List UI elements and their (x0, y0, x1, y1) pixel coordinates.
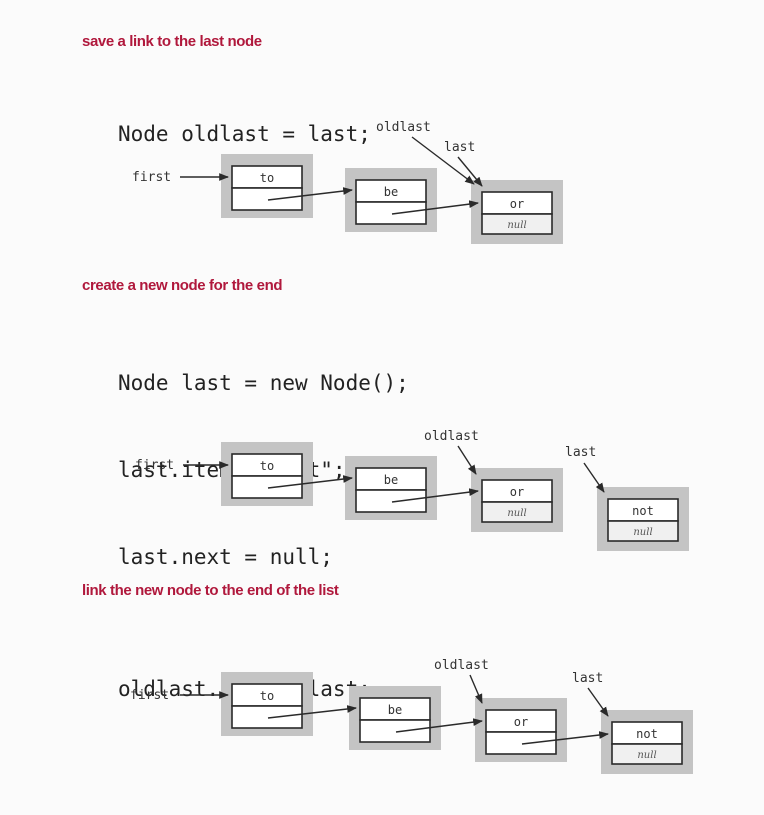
link-arrow (267, 475, 353, 489)
link-arrow (267, 705, 357, 719)
null-label: null (507, 508, 526, 519)
step1-code: Node oldlast = last; (118, 62, 371, 178)
node-item: be (384, 473, 398, 487)
last-label: last (565, 445, 596, 460)
step1-heading: save a link to the last node (82, 33, 262, 50)
node-item: be (388, 703, 402, 717)
oldlast-arrow (411, 136, 475, 185)
oldlast-label: oldlast (434, 658, 489, 673)
last-arrow (457, 156, 483, 187)
oldlast-label: oldlast (376, 120, 431, 135)
last-label: last (572, 671, 603, 686)
step1-code-line: Node oldlast = last; (118, 122, 371, 146)
null-label: null (637, 750, 656, 761)
step2-heading: create a new node for the end (82, 277, 283, 294)
node-item: to (260, 171, 274, 185)
node-not: not null (597, 487, 689, 551)
node-to: to (221, 442, 313, 506)
oldlast-arrow (457, 445, 477, 475)
last-arrow (583, 462, 605, 493)
node-or: or null (471, 468, 563, 532)
link-arrow (391, 488, 479, 503)
first-label: first (135, 458, 174, 473)
step2-code-line: last.next = null; (118, 545, 333, 569)
first-label: first (132, 170, 171, 185)
node-not: not null (601, 710, 693, 774)
node-item: to (260, 459, 274, 473)
step1-diagram: to be or null first oldlast last (132, 120, 563, 244)
oldlast-label: oldlast (424, 429, 479, 444)
link-arrow (267, 187, 353, 201)
first-label: first (130, 688, 169, 703)
node-be: be (345, 168, 437, 232)
node-item: to (260, 689, 274, 703)
node-to: to (221, 154, 313, 218)
link-arrow (395, 718, 483, 733)
step2-code-line: Node last = new Node(); (118, 371, 409, 395)
null-label: null (507, 220, 526, 231)
null-label: null (633, 527, 652, 538)
step2-diagram: to be or null not null first oldlast las… (135, 429, 689, 551)
node-item: not (632, 504, 654, 518)
node-be: be (349, 686, 441, 750)
node-or: or null (471, 180, 563, 244)
node-item: be (384, 185, 398, 199)
step3-heading: link the new node to the end of the list (82, 582, 339, 599)
last-label: last (444, 140, 475, 155)
node-to: to (221, 672, 313, 736)
link-arrow (391, 200, 479, 215)
last-arrow (587, 687, 609, 717)
node-item: or (514, 715, 528, 729)
node-item: or (510, 197, 524, 211)
node-item: or (510, 485, 524, 499)
node-be: be (345, 456, 437, 520)
node-or: or (475, 698, 567, 762)
oldlast-arrow (469, 674, 483, 704)
node-item: not (636, 727, 658, 741)
step3-diagram: to be or not null first oldlast last (130, 658, 693, 774)
link-arrow (521, 731, 609, 745)
